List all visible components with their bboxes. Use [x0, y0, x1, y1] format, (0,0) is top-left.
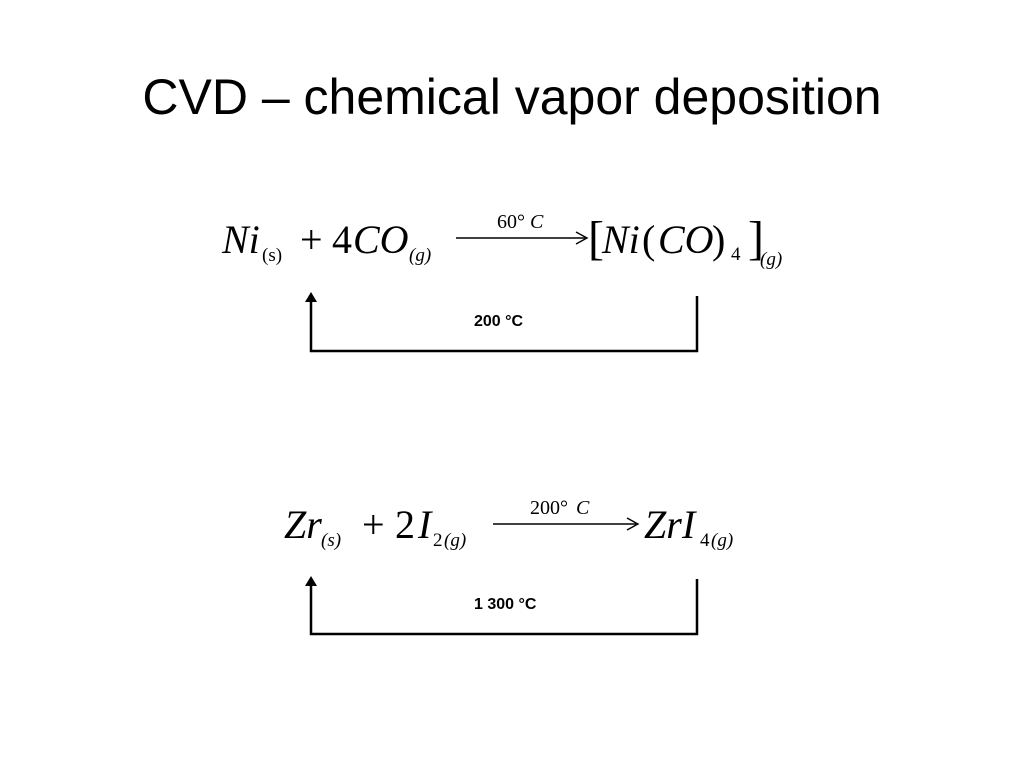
equation-nickel-carbonyl: Ni (s) + 4 CO (g) 60° C [ Ni ( CO ) 4 ] …: [0, 0, 1024, 300]
slide-title: CVD – chemical vapor deposition: [142, 69, 882, 125]
product-index: 4: [700, 530, 710, 551]
ni-reactant: Ni: [222, 217, 260, 262]
cycle-arrowhead-1: [305, 292, 317, 302]
equation-zirconium-iodide: Zr (s) + 2 I 2 (g) 200° C Zr I 4 (g): [284, 497, 734, 551]
zr-reactant: Zr: [284, 502, 322, 547]
co-coefficient: 4: [332, 217, 352, 262]
ni-state-text: (s): [262, 245, 283, 266]
forward-arrowhead-2: [626, 517, 640, 531]
plus-sign: +: [300, 217, 323, 262]
co-reactant: CO: [353, 217, 409, 262]
cycle-bracket-1: [309, 296, 699, 353]
product-index: 4: [731, 244, 741, 265]
condition-temperature: 60°: [497, 211, 525, 233]
iodine-index: 2: [433, 530, 443, 551]
co-state: (g): [409, 245, 432, 266]
cycle-bracket-2: [309, 579, 699, 636]
product-state: (g): [711, 530, 734, 551]
product-paren-close: ): [712, 217, 726, 262]
zr-state: (s): [321, 530, 342, 551]
product-state: (g): [760, 249, 783, 270]
product-i: I: [682, 502, 696, 547]
plus-sign: +: [362, 502, 385, 547]
bracket-open: [: [588, 212, 604, 265]
iodine-reactant: I: [418, 502, 432, 547]
condition-temperature: 200°: [530, 497, 568, 519]
product-zr: Zr: [644, 502, 682, 547]
condition-unit: C: [530, 211, 544, 233]
product-paren-open: (: [642, 217, 656, 262]
ni-state: (s): [262, 246, 282, 265]
cycle-arrowhead-2: [305, 576, 317, 586]
product-ni: Ni: [602, 217, 640, 262]
forward-arrowhead-1: [575, 231, 589, 245]
bracket-close: ]: [748, 212, 764, 265]
iodine-state: (g): [444, 530, 467, 551]
iodine-coefficient: 2: [395, 502, 415, 547]
cycle-temperature-label: 200 °C: [474, 313, 524, 330]
cycle-temperature-label: 1 300 °C: [474, 596, 537, 613]
product-co: CO: [658, 217, 714, 262]
condition-unit: C: [576, 497, 590, 519]
